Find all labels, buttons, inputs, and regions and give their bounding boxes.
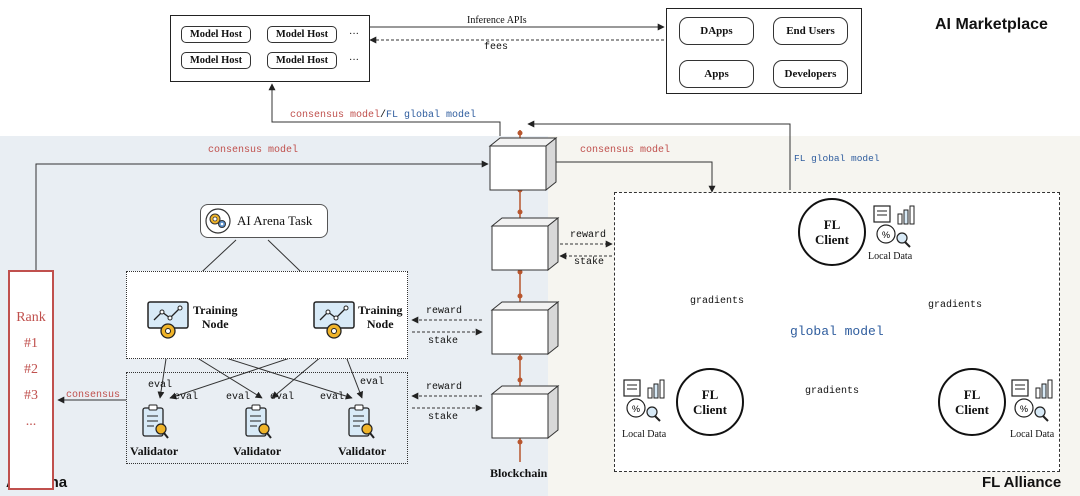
fees-label: fees — [484, 42, 509, 53]
validator-clipboard-icon — [142, 404, 169, 439]
ellipsis-label: ··· — [349, 29, 359, 40]
local-data-label: Local Data — [868, 251, 913, 262]
validators-group — [126, 372, 408, 464]
eval-label: eval — [360, 377, 385, 388]
reward-label: reward — [570, 230, 607, 241]
consensus-label: consensus — [66, 390, 121, 401]
chain-to-fl — [556, 161, 716, 193]
model-host-box: Model Host — [267, 52, 337, 69]
consensus-model-label: consensus model — [580, 145, 671, 156]
ellipsis-label: ··· — [349, 55, 359, 66]
local-data-label: Local Data — [1010, 429, 1055, 440]
blockchain-block — [488, 136, 558, 192]
stake-label: stake — [574, 257, 605, 268]
reward-label: reward — [426, 306, 463, 317]
inference-apis-label: Inference APIs — [467, 15, 527, 26]
model-host-box: Model Host — [181, 52, 251, 69]
training-node-icon — [313, 301, 355, 339]
fl-global-to-chain — [527, 120, 791, 190]
consumer-dapps: DApps — [679, 17, 754, 45]
model-host-box: Model Host — [181, 26, 251, 43]
consumer-end-users: End Users — [773, 17, 848, 45]
eval-label: eval — [148, 380, 173, 391]
reward-label: reward — [426, 382, 463, 393]
validator-label: Validator — [338, 444, 387, 458]
local-data-icon: % — [873, 205, 915, 248]
validator-clipboard-icon — [245, 404, 272, 439]
rank-panel: Rank #1 #2 #3 ... — [8, 270, 54, 490]
consensus-model-label: consensus model — [208, 145, 299, 156]
eval-label: eval — [226, 392, 251, 403]
task-gear-icon — [205, 208, 231, 234]
training-node-label: Training Node — [193, 303, 238, 331]
svg-text:%: % — [632, 404, 640, 414]
rank-to-chain — [35, 160, 489, 270]
blockchain-block — [490, 300, 560, 356]
local-data-label: Local Data — [622, 429, 667, 440]
consensus-to-marketplace — [268, 83, 501, 136]
blockchain-label: Blockchain — [490, 466, 548, 480]
local-data-icon: % — [1011, 379, 1053, 422]
validator-clipboard-icon — [348, 404, 375, 439]
local-data-icon: % — [623, 379, 665, 422]
consumer-apps: Apps — [679, 60, 754, 88]
validator-label: Validator — [233, 444, 282, 458]
eval-label: eval — [320, 392, 345, 403]
eval-label: eval — [174, 392, 199, 403]
gradients-label: gradients — [805, 386, 860, 397]
stake-label: stake — [428, 412, 459, 423]
stake-label: stake — [428, 336, 459, 347]
model-host-box: Model Host — [267, 26, 337, 43]
task-label: AI Arena Task — [237, 213, 313, 228]
fl-global-model-label: FL global model — [794, 153, 880, 164]
consensus-fl-label: consensus model/FL global model — [290, 110, 477, 121]
rank-item: #3 — [24, 388, 38, 403]
svg-text:%: % — [882, 230, 890, 240]
blockchain-block — [490, 384, 560, 440]
eval-label: eval — [270, 392, 295, 403]
fl-alliance-title: FL Alliance — [982, 474, 1062, 491]
global-model-label: global model — [790, 324, 884, 339]
gradients-label: gradients — [928, 300, 983, 311]
gradients-label: gradients — [690, 296, 745, 307]
training-node-label: Training Node — [358, 303, 403, 331]
consumer-developers: Developers — [773, 60, 848, 88]
training-node-icon — [147, 301, 189, 339]
ai-arena-task: AI Arena Task — [200, 204, 328, 238]
rank-item: #1 — [24, 336, 38, 351]
rank-title: Rank — [16, 310, 46, 325]
blockchain-block — [490, 216, 560, 272]
rank-item: #2 — [24, 362, 38, 377]
ai-marketplace-title: AI Marketplace — [935, 16, 1048, 33]
svg-text:%: % — [1020, 404, 1028, 414]
rank-item: ... — [25, 414, 37, 429]
validator-label: Validator — [130, 444, 179, 458]
